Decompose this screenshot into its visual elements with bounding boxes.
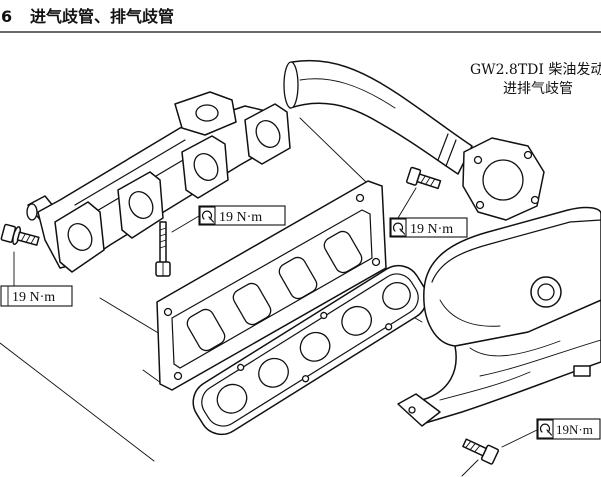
runner-edge — [439, 371, 531, 401]
port-hole — [67, 223, 93, 251]
torque-label-4: 19N·m — [536, 418, 601, 440]
torque-label-1: 19 N·m — [198, 205, 286, 226]
bolt-upper-right — [406, 166, 442, 190]
stud-thread — [159, 227, 167, 249]
pipe-stub-opening — [26, 203, 38, 221]
port-hole — [128, 191, 154, 219]
torque-value: 19 N·m — [12, 290, 55, 305]
gasket-bolt-hole — [237, 363, 245, 372]
runner-edge — [479, 339, 601, 377]
gasket-bolt-hole — [355, 193, 365, 203]
heat-shield-contour — [439, 299, 501, 327]
flange-bolt-hole — [473, 155, 483, 165]
gasket-port — [341, 305, 373, 336]
flange-bolt-hole — [475, 200, 485, 210]
manifold-clip — [573, 365, 591, 377]
torque-value: 19N·m — [556, 422, 593, 437]
gasket-bolt-hole — [371, 257, 381, 267]
gasket-bolt-hole — [301, 375, 310, 383]
gasket-plate-bead — [171, 209, 373, 369]
exhaust-pipe-tube — [289, 59, 473, 175]
gasket-port — [323, 230, 363, 274]
manifold-outlet-flange — [397, 393, 441, 427]
manifold-body-edge — [74, 139, 186, 206]
leader-line — [461, 459, 479, 477]
bolt-shank — [462, 438, 487, 457]
gasket-bead — [201, 273, 419, 427]
leader-line — [397, 187, 417, 219]
pipe-band — [445, 139, 457, 167]
exhaust-manifold-gasket — [192, 264, 428, 436]
section-number: 6 — [1, 7, 12, 26]
exhaust-manifold — [397, 206, 601, 427]
pipe-seam — [299, 78, 396, 109]
heat-shield-rim — [431, 219, 601, 283]
torque-wrench-icon — [537, 419, 554, 439]
torque-wrench-icon — [390, 218, 407, 237]
bolt-shank — [416, 173, 442, 190]
torque-value: 19 N·m — [219, 210, 262, 225]
torque-wrench-icon — [199, 206, 216, 225]
port-hole — [255, 120, 281, 148]
manifold-stud — [155, 221, 171, 277]
bolt-bottom — [462, 438, 500, 465]
leader-line — [501, 429, 538, 448]
gasket-port — [299, 331, 331, 362]
gasket-bolt-hole — [385, 323, 393, 331]
page-header: 6 进气歧管、排气歧管 — [0, 7, 601, 33]
manifold-gasket-plate — [156, 180, 387, 391]
pipe-band — [437, 133, 449, 161]
flange-bolt-hole — [530, 195, 540, 205]
outlet-port — [195, 104, 219, 122]
section-title: 进气歧管、排气歧管 — [30, 7, 174, 26]
outlet-bolt-hole — [408, 406, 416, 414]
runner-edge — [469, 340, 561, 357]
gasket-port — [258, 357, 289, 388]
leader-line — [99, 297, 161, 335]
torque-label-box — [389, 217, 468, 238]
gasket-port — [382, 282, 411, 310]
pipe-opening — [283, 61, 299, 109]
gasket-bolt-hole — [163, 307, 173, 317]
diagram-caption: GW2.8TDI 柴油发动 进排气歧管 — [470, 62, 601, 97]
torque-label-box — [0, 285, 73, 307]
gasket-bolt-hole — [173, 371, 183, 381]
exhaust-pipe-flange-gasket — [462, 137, 545, 221]
torque-label-box — [198, 205, 286, 226]
port-hole — [193, 153, 219, 181]
caption-part: 进排气歧管 — [503, 81, 573, 97]
bolt-thread — [465, 440, 481, 453]
exhaust-pipe — [283, 59, 473, 175]
sensor-boss-bore — [537, 283, 555, 301]
intake-manifold — [26, 91, 291, 273]
torque-value: 19 N·m — [410, 222, 453, 237]
gasket-port — [232, 282, 272, 326]
flange-bolt-hole — [523, 150, 533, 160]
leader-line — [299, 117, 367, 183]
bolt-left — [0, 223, 40, 246]
torque-label-2: 19 N·m — [389, 217, 468, 238]
gasket-port — [216, 383, 248, 414]
bolt-thread — [20, 233, 36, 245]
bolt-thread — [420, 175, 436, 187]
caption-engine: GW2.8TDI 柴油发动 — [470, 62, 601, 78]
gasket-port — [186, 308, 226, 352]
torque-label-3: 19 N·m — [0, 285, 73, 307]
heat-shield — [423, 206, 601, 347]
gasket-port — [278, 256, 318, 300]
gasket-bolt-hole — [320, 311, 328, 320]
leader-line — [171, 215, 200, 233]
leader-line — [0, 342, 155, 462]
flange-gasket-port — [482, 159, 524, 201]
